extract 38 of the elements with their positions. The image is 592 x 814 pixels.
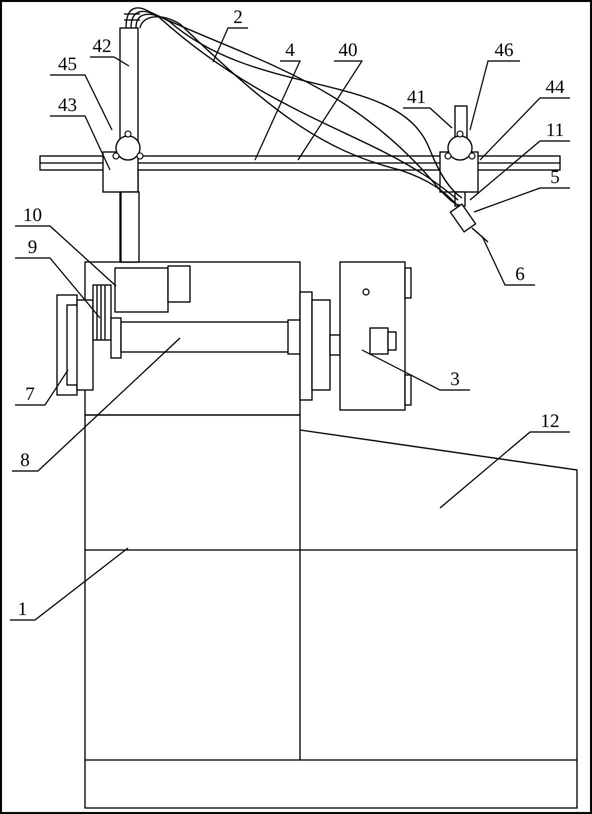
leader-line bbox=[403, 107, 452, 128]
callout-number: 7 bbox=[15, 385, 45, 405]
leader-line bbox=[254, 60, 301, 160]
callout-number: 42 bbox=[90, 37, 114, 57]
callout-number: 5 bbox=[540, 168, 570, 188]
callout-number: 44 bbox=[540, 78, 570, 98]
callout-number: 1 bbox=[10, 600, 35, 620]
callout-number: 45 bbox=[50, 55, 85, 75]
callout-number: 8 bbox=[12, 451, 38, 471]
leader-line bbox=[362, 349, 470, 391]
leader-line bbox=[12, 338, 180, 472]
callout-number: 43 bbox=[50, 96, 85, 116]
callout-number: 6 bbox=[505, 265, 535, 285]
leader-line bbox=[440, 431, 570, 508]
callout-number: 2 bbox=[228, 8, 248, 28]
leader-line bbox=[15, 225, 116, 286]
callout-number: 10 bbox=[15, 206, 50, 226]
callout-number: 3 bbox=[440, 370, 470, 390]
callout-number: 46 bbox=[488, 41, 520, 61]
callout-number: 40 bbox=[334, 41, 362, 61]
leader-line bbox=[481, 236, 535, 286]
leader-line bbox=[15, 257, 100, 318]
leader-line bbox=[90, 56, 130, 67]
leader-line bbox=[50, 74, 113, 130]
leader-line bbox=[469, 60, 520, 130]
callout-number: 4 bbox=[280, 41, 300, 61]
leader-line bbox=[474, 187, 570, 213]
callout-number: 12 bbox=[530, 412, 570, 432]
callout-number: 41 bbox=[403, 88, 430, 108]
leader-line bbox=[50, 115, 111, 170]
callout-number: 11 bbox=[540, 121, 570, 141]
callout-number: 9 bbox=[15, 238, 50, 258]
leader-line bbox=[480, 97, 570, 160]
leader-line bbox=[470, 140, 570, 200]
leader-line bbox=[10, 548, 128, 621]
leader-line bbox=[15, 370, 68, 406]
leader-line bbox=[298, 60, 364, 160]
leader-line bbox=[212, 27, 248, 62]
